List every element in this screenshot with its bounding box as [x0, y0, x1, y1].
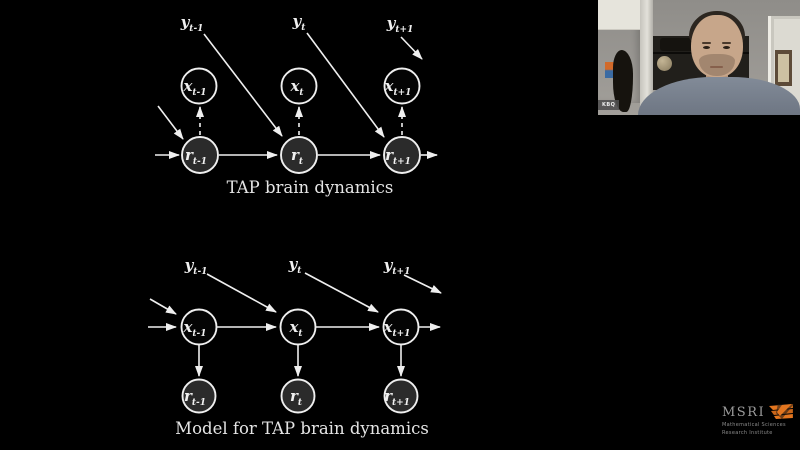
msri-subtitle-line2: Research Institute — [722, 429, 773, 436]
node-label-x-t-bottom: xt — [288, 318, 303, 339]
label-y-t-plus-1: yt+1 — [386, 14, 414, 35]
msri-logo: MSRI Mathematical Sciences Research Inst… — [722, 404, 794, 437]
arrow-input-diagonal-r-t-1 — [157, 105, 184, 140]
node-label-r-t-bottom: rt — [290, 387, 303, 408]
node-x-t-bottom — [279, 308, 317, 346]
diagram-model-tap-brain-dynamics: yt-1 yt yt+1 xt-1 xt xt+1 rt-1 rt rt+1 M… — [148, 255, 442, 438]
arrow-input-diagonal-x-t-1 — [149, 298, 177, 315]
windowsill-object — [605, 62, 614, 78]
node-r-t-plus-1-bottom — [383, 378, 419, 414]
caption-top-diagram: TAP brain dynamics — [227, 178, 394, 197]
node-x-t-1-bottom — [180, 308, 218, 346]
label-y-t-bottom: yt — [288, 255, 303, 276]
node-label-r-t: rt — [291, 146, 304, 167]
node-label-x-t-1-bottom: xt-1 — [182, 318, 206, 339]
msri-subtitle-line1: Mathematical Sciences — [722, 422, 786, 428]
label-y-t-1: yt-1 — [180, 13, 204, 34]
picture-frame — [775, 50, 792, 86]
window-shade — [598, 0, 642, 30]
door-frame-left — [640, 0, 653, 115]
speaker-right-eye — [723, 46, 730, 49]
node-label-x-t-plus-1-bottom: xt+1 — [383, 318, 411, 339]
speaker-mouth — [710, 66, 723, 68]
msri-emblem-icon — [769, 404, 794, 419]
speaker-stubble — [699, 54, 735, 76]
node-label-x-t-plus-1: xt+1 — [384, 77, 412, 98]
node-r-t-1 — [181, 136, 219, 174]
participant-name-badge: KBQ — [598, 100, 620, 110]
globe-on-shelf — [657, 56, 672, 71]
arrow-y-t-1-to-x-t — [206, 273, 277, 313]
arrow-y-t-plus-1-forward — [400, 36, 423, 60]
node-label-r-t-plus-1: rt+1 — [385, 146, 411, 167]
arrow-y-t-to-x-t-plus-1 — [304, 272, 379, 313]
msri-acronym-text: MSRI — [722, 404, 766, 420]
node-label-x-t-1: xt-1 — [182, 77, 206, 98]
node-r-t — [280, 136, 318, 174]
node-x-t-1 — [180, 67, 218, 105]
node-r-t-1-bottom — [181, 378, 217, 414]
node-label-r-t-1: rt-1 — [185, 146, 207, 167]
webcam-video-tile[interactable]: KBQ — [598, 0, 800, 115]
label-y-t-1-bottom: yt-1 — [184, 256, 208, 277]
node-x-t — [280, 67, 318, 105]
arrow-y-t-plus-1-forward-bottom — [403, 274, 442, 294]
speaker-forehead — [697, 18, 737, 34]
node-r-t-plus-1 — [383, 136, 421, 174]
node-label-r-t-plus-1-bottom: rt+1 — [384, 387, 410, 408]
arrow-y-t-1-to-r-t — [203, 33, 283, 137]
caption-bottom-diagram: Model for TAP brain dynamics — [175, 419, 429, 438]
speaker-left-eye — [703, 46, 710, 49]
label-y-t: yt — [292, 12, 307, 33]
arrow-y-t-to-r-t-plus-1 — [306, 32, 385, 138]
node-label-r-t-1-bottom: rt-1 — [184, 387, 206, 408]
picture-art — [778, 54, 789, 82]
node-r-t-bottom — [280, 378, 316, 414]
plant-silhouette — [613, 50, 633, 112]
node-label-x-t: xt — [289, 77, 304, 98]
diagram-tap-brain-dynamics: yt-1 yt yt+1 xt-1 xt xt+1 rt-1 rt rt+1 T… — [155, 12, 438, 197]
node-x-t-plus-1-bottom — [382, 308, 420, 346]
speaker-right-eyebrow — [722, 42, 731, 44]
node-x-t-plus-1 — [383, 67, 421, 105]
speaker-left-eyebrow — [702, 42, 711, 44]
label-y-t-plus-1-bottom: yt+1 — [383, 256, 411, 277]
